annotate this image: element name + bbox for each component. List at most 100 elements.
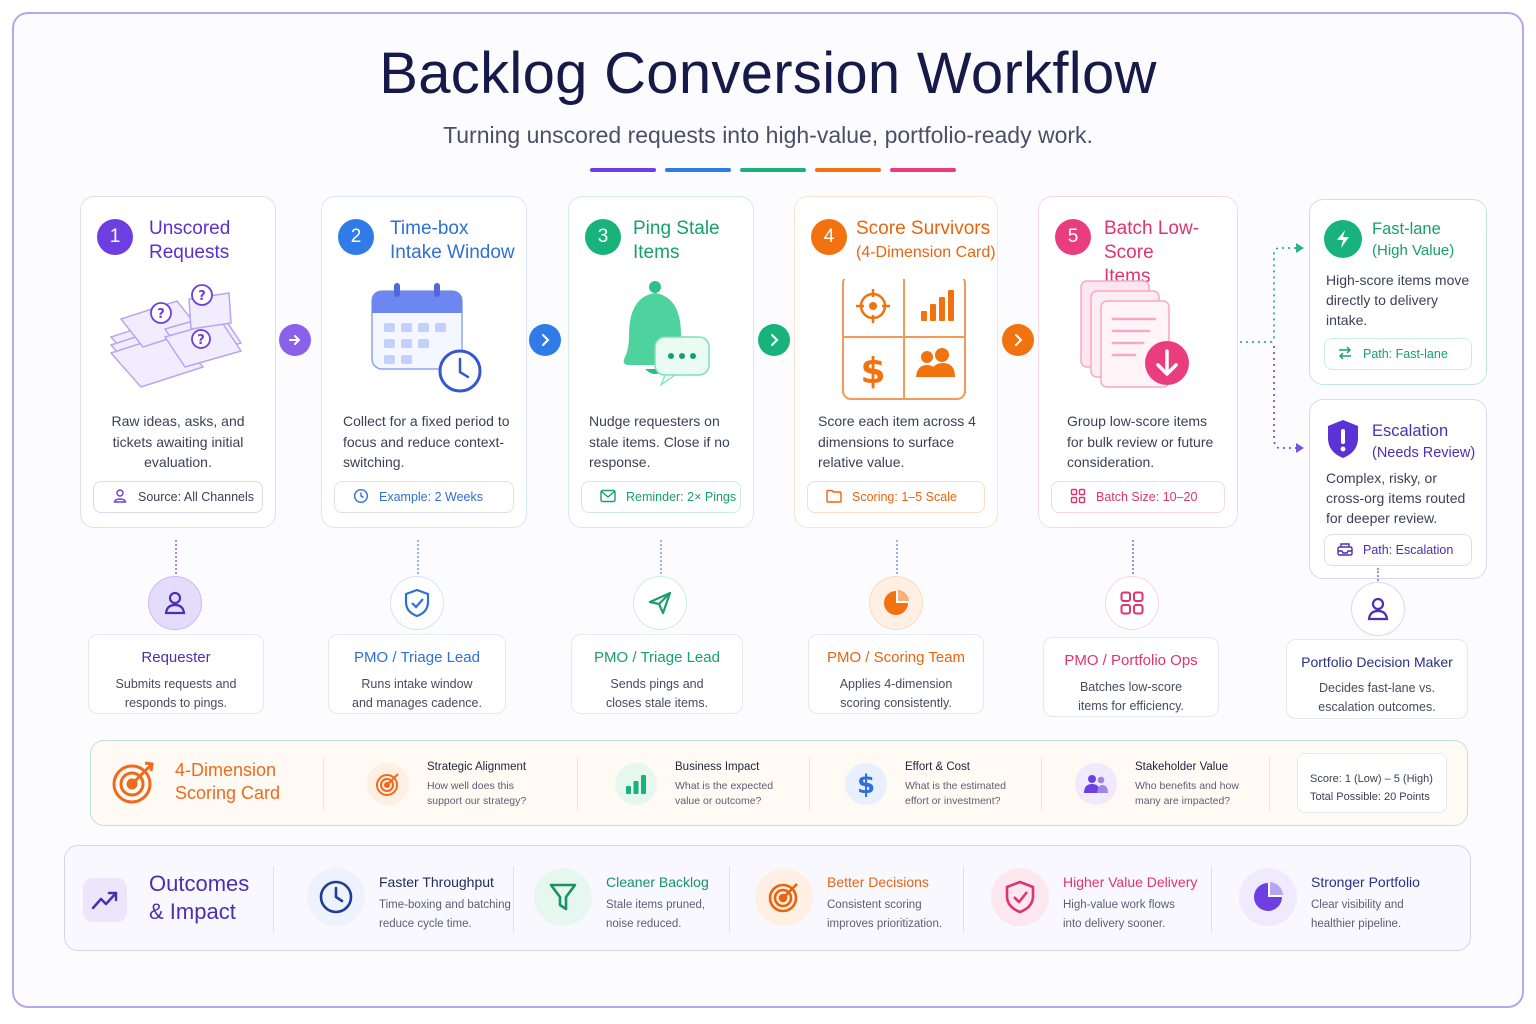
shield-alert-icon <box>1324 418 1362 460</box>
svg-text:$: $ <box>857 770 875 798</box>
person-icon <box>148 576 202 630</box>
page-subtitle: Turning unscored requests into high-valu… <box>443 122 1093 148</box>
divider <box>809 757 810 811</box>
svg-text:?: ? <box>157 307 165 322</box>
step-number: 5 <box>1055 219 1091 255</box>
arrow-right-icon <box>1002 324 1034 356</box>
svg-text:?: ? <box>198 289 206 304</box>
escalation-card[interactable]: Escalation(Needs Review) Complex, risky,… <box>1309 399 1487 579</box>
clock-icon <box>307 868 365 926</box>
role-connector <box>896 540 898 574</box>
divider <box>1041 757 1042 811</box>
divider <box>323 757 324 811</box>
inbox-icon <box>1337 542 1353 559</box>
shield-check-icon <box>991 868 1049 926</box>
step-tag: Example: 2 Weeks <box>334 481 514 513</box>
accent-bar-purple <box>590 168 656 172</box>
score-grid-icon: $ <box>795 274 997 400</box>
target-icon <box>111 759 157 810</box>
arrow-right-icon <box>529 324 561 356</box>
step-title: Score Survivors(4-Dimension Card) <box>856 218 996 261</box>
step-tag: Reminder: 2× Pings <box>581 481 741 513</box>
outcomes-panel: Outcomes& Impact Faster Throughput Time-… <box>64 845 1471 951</box>
doc-stack-icon <box>1039 279 1237 399</box>
accent-bar-orange <box>815 168 881 172</box>
svg-text:?: ? <box>197 333 205 348</box>
role-connector <box>1132 540 1134 574</box>
role-connector <box>417 540 419 574</box>
bar-chart-icon <box>615 763 657 805</box>
step-tag: Scoring: 1–5 Scale <box>807 481 985 513</box>
branch-connector <box>1240 243 1304 453</box>
svg-text:$: $ <box>860 351 885 392</box>
divider <box>1211 866 1212 932</box>
fastlane-description: High-score items move directly to delive… <box>1326 272 1470 328</box>
step-description: Score each item across 4 dimensions to s… <box>818 413 976 470</box>
accent-bar-pink <box>890 168 956 172</box>
divider <box>273 866 274 932</box>
target-icon <box>367 763 409 805</box>
step-description: Raw ideas, asks, and tickets awaiting in… <box>111 413 245 470</box>
question-papers-icon: ??? <box>81 279 275 399</box>
step-description: Group low-score items for bulk review or… <box>1067 413 1214 470</box>
role-portfolio-decision-maker: Portfolio Decision Maker Decides fast-la… <box>1286 639 1468 719</box>
divider <box>577 757 578 811</box>
target-icon <box>755 868 813 926</box>
step-number: 3 <box>585 219 621 255</box>
page-title: Backlog Conversion Workflow <box>379 41 1157 106</box>
step-description: Nudge requesters on stale items. Close i… <box>589 413 730 470</box>
send-icon <box>633 576 687 630</box>
escalation-path-tag: Path: Escalation <box>1324 534 1472 566</box>
person-icon <box>1351 582 1405 636</box>
divider <box>1269 757 1270 811</box>
step-description: Collect for a fixed period to focus and … <box>343 413 510 470</box>
arrow-right-icon <box>279 324 311 356</box>
escalation-description: Complex, risky, or cross-org items route… <box>1326 470 1466 526</box>
score-summary: Score: 1 (Low) – 5 (High) Total Possible… <box>1297 753 1447 813</box>
shield-check-icon <box>390 576 444 630</box>
clock-icon <box>353 488 369 507</box>
grid-icon <box>1105 576 1159 630</box>
accent-bar-green <box>740 168 806 172</box>
fastlane-card[interactable]: Fast-lane(High Value) High-score items m… <box>1309 199 1487 385</box>
outcomes-title: Outcomes& Impact <box>149 871 250 924</box>
step-number: 4 <box>811 219 847 255</box>
pie-chart-icon <box>1239 868 1297 926</box>
escalation-title: Escalation(Needs Review) <box>1372 422 1476 461</box>
people-icon <box>1075 763 1117 805</box>
fastlane-path-tag: Path: Fast-lane <box>1324 338 1472 370</box>
bell-chat-icon <box>569 279 753 399</box>
divider <box>729 866 730 932</box>
pie-chart-icon <box>869 576 923 630</box>
calendar-clock-icon <box>322 279 526 399</box>
divider <box>513 866 514 932</box>
divider <box>963 866 964 932</box>
step-tag: Batch Size: 10–20 <box>1051 481 1225 513</box>
dollar-icon: $ <box>845 763 887 805</box>
role-connector <box>1377 568 1379 584</box>
role-connector <box>175 540 177 574</box>
mail-icon <box>600 489 616 506</box>
step-tag: Source: All Channels <box>93 481 263 513</box>
fastlane-title: Fast-lane(High Value) <box>1372 220 1455 259</box>
role-connector <box>660 540 662 574</box>
funnel-icon <box>534 868 592 926</box>
trend-up-icon <box>83 878 127 922</box>
step-card-score-survivors[interactable]: 4 Score Survivors(4-Dimension Card) $ Sc… <box>794 196 998 528</box>
accent-bar-blue <box>665 168 731 172</box>
